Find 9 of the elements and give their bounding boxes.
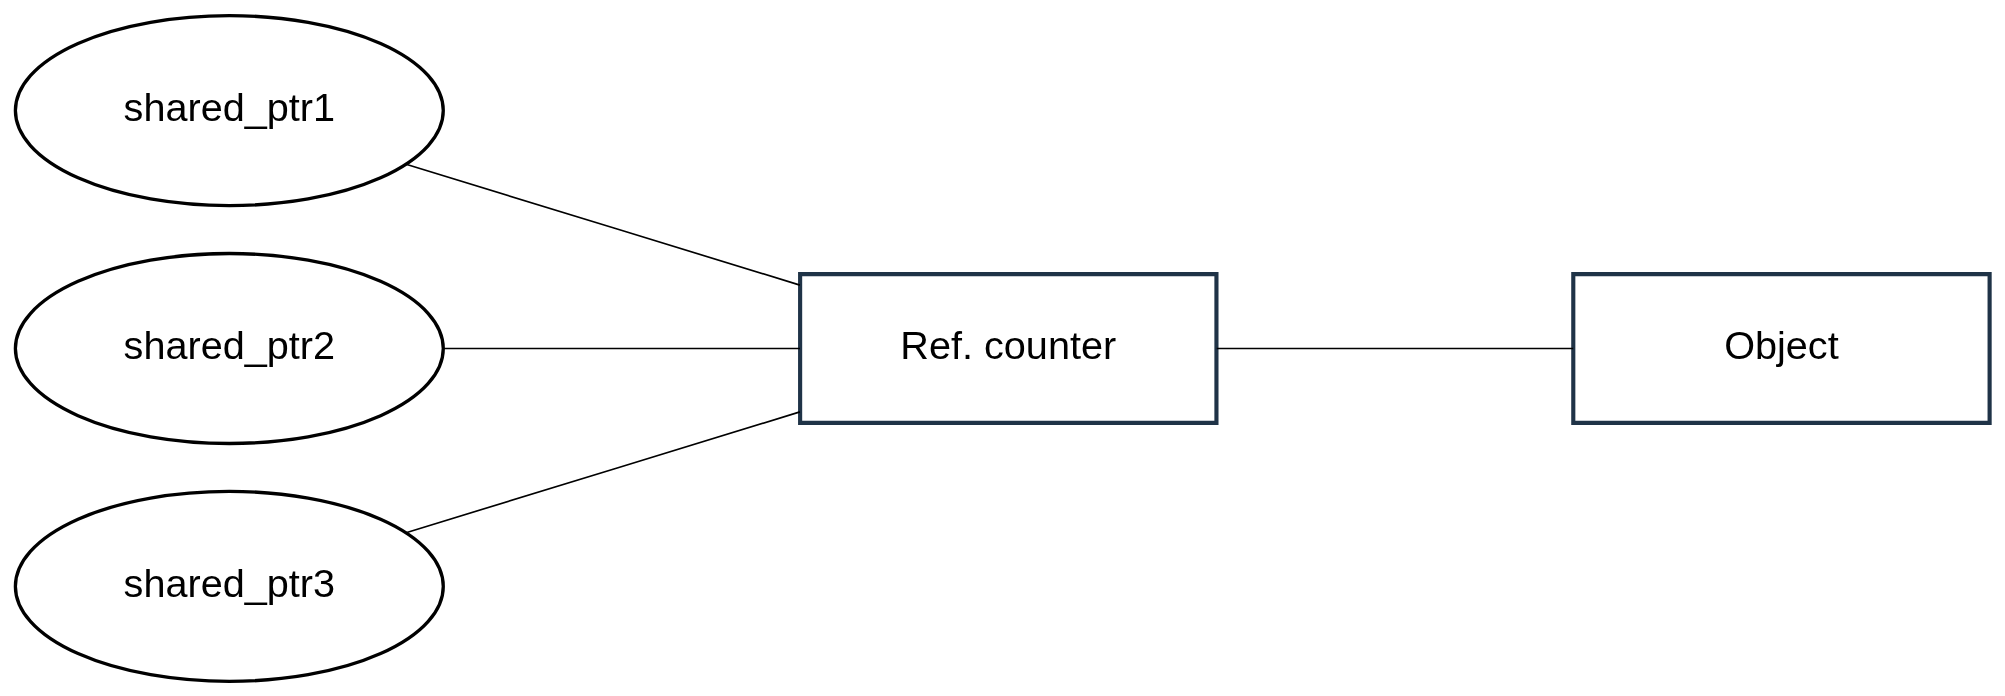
- connector: [405, 162, 801, 286]
- node-ellipse: shared_ptr3: [13, 489, 445, 683]
- node-box: Ref. counter: [798, 271, 1219, 425]
- connector: [405, 410, 801, 534]
- node-ellipse: shared_ptr2: [13, 251, 445, 445]
- connector: [1215, 347, 1574, 349]
- node-ellipse: shared_ptr1: [13, 13, 445, 207]
- node-box: Object: [1571, 271, 1992, 425]
- connector: [442, 347, 801, 349]
